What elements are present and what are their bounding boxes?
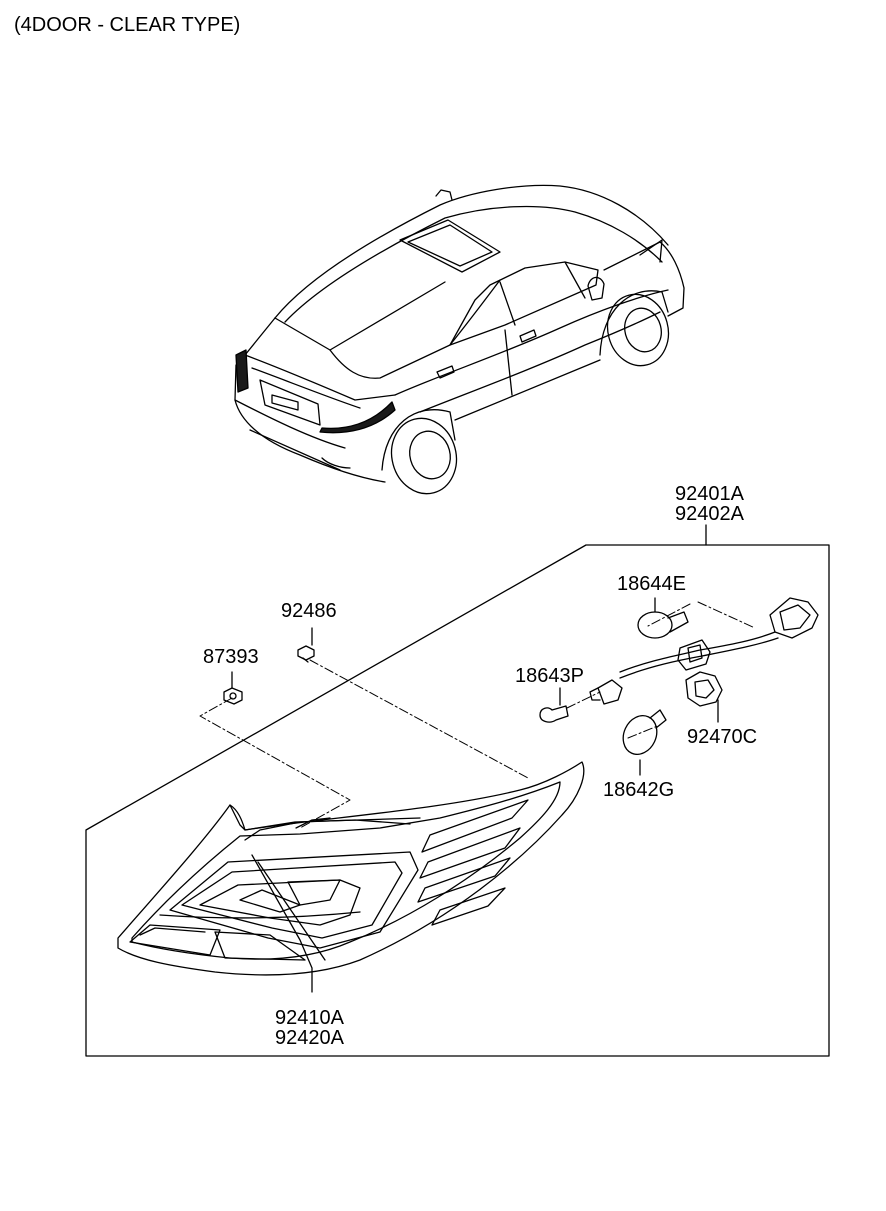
label-assembly-code-1: 92401A xyxy=(675,483,744,505)
label-lens-housing-1: 92410A xyxy=(275,1007,344,1029)
label-lens-housing-2: 92420A xyxy=(275,1027,344,1049)
nut-part xyxy=(223,671,243,705)
tail-lamp xyxy=(117,761,585,993)
label-assembly-code-2: 92402A xyxy=(675,503,744,525)
car-illustration xyxy=(234,184,685,495)
label-screw: 92486 xyxy=(281,600,337,622)
dashed-leaders xyxy=(199,601,756,829)
bulbs-and-sockets xyxy=(539,597,819,776)
label-bulb-turn: 18642G xyxy=(603,779,675,801)
assembly-frame xyxy=(85,524,830,1057)
label-socket-wiring: 92470C xyxy=(687,726,758,748)
label-bulb-stop-tail: 18644E xyxy=(617,573,686,595)
diagram-title: (4DOOR - CLEAR TYPE) xyxy=(14,14,241,36)
screw-part xyxy=(297,627,315,663)
label-nut: 87393 xyxy=(203,646,259,668)
label-bulb-side-marker: 18643P xyxy=(515,665,584,687)
